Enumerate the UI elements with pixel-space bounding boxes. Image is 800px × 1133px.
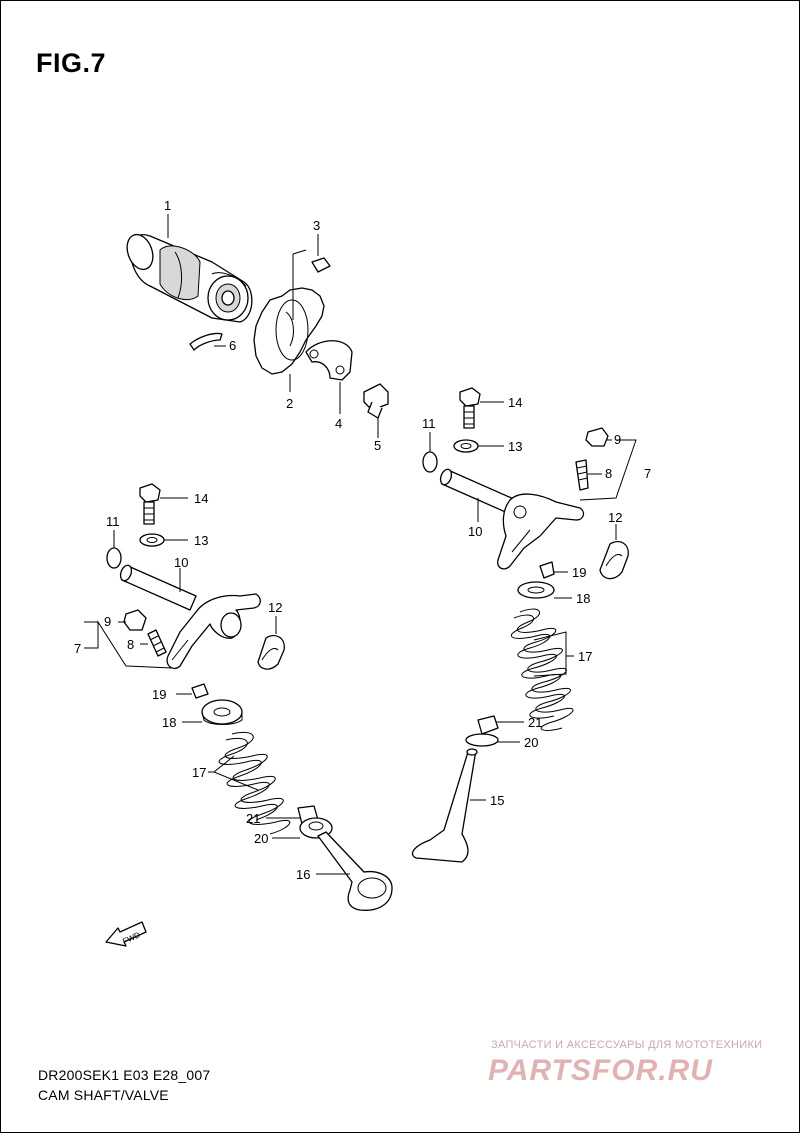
adjust-screw-right [575, 459, 589, 491]
callout-8-left: 8 [127, 637, 134, 652]
bolt-part [363, 383, 389, 419]
fwd-arrow-icon: FWD [105, 921, 147, 947]
washer-left [139, 533, 165, 547]
callout-16: 16 [296, 867, 310, 882]
rocker-arm-right [497, 493, 585, 570]
callout-7-right: 7 [644, 466, 651, 481]
watermark-logo: PARTSFOR.RU [488, 1054, 713, 1087]
camshaft-part [126, 233, 253, 323]
rocker-bolt-right [459, 387, 481, 429]
diagram-code: DR200SEK1 E03 E28_007 [38, 1067, 211, 1083]
callout-9-left: 9 [104, 614, 111, 629]
cotter-right [539, 561, 555, 579]
diagram-caption: CAM SHAFT/VALVE [38, 1087, 169, 1103]
callout-21-right: 21 [528, 715, 542, 730]
o-ring-right [422, 451, 438, 473]
pin-part [311, 257, 331, 273]
callout-8-right: 8 [605, 466, 612, 481]
callout-19-right: 19 [572, 565, 586, 580]
adjust-screw-left [147, 629, 167, 657]
spring-seat-right [465, 733, 499, 747]
callout-6: 6 [229, 338, 236, 353]
cotter-left [191, 683, 209, 699]
exhaust-valve [317, 831, 393, 911]
stopper-plate-part [305, 340, 353, 381]
o-ring-left [106, 547, 122, 569]
callout-18-right: 18 [576, 591, 590, 606]
rocker-bolt-left [139, 483, 161, 525]
valve-spring-left [218, 732, 291, 835]
callout-14-left: 14 [194, 491, 208, 506]
callout-20-left: 20 [254, 831, 268, 846]
cam-sprocket-part [253, 287, 325, 375]
rocker-pad-left [257, 635, 285, 670]
callout-15: 15 [490, 793, 504, 808]
retainer-right [517, 581, 555, 599]
callout-1: 1 [164, 198, 171, 213]
intake-valve [411, 748, 478, 863]
callout-20-right: 20 [524, 735, 538, 750]
callout-labels: 1 3 2 4 5 6 14 13 11 10 9 8 7 12 19 18 1… [74, 198, 651, 882]
lock-nut-left [123, 609, 147, 631]
figure-title: FIG.7 [36, 48, 107, 78]
watermark-tagline: ЗАПЧАСТИ И АКСЕССУАРЫ ДЛЯ МОТОТЕХНИКИ [491, 1039, 763, 1051]
callout-3: 3 [313, 218, 320, 233]
callout-7-left: 7 [74, 641, 81, 656]
callout-13-right: 13 [508, 439, 522, 454]
callout-10-left: 10 [174, 555, 188, 570]
oil-seal-right [477, 715, 499, 735]
callout-12-right: 12 [608, 510, 622, 525]
circlip-part [189, 332, 223, 351]
callout-13-left: 13 [194, 533, 208, 548]
callout-9-right: 9 [614, 432, 621, 447]
rocker-shaft-right [439, 468, 517, 515]
valve-spring-right [510, 608, 574, 731]
retainer-left [201, 699, 243, 725]
rocker-pad-right [599, 541, 629, 580]
lock-nut-right [585, 427, 609, 447]
callout-14-right: 14 [508, 395, 522, 410]
callout-19-left: 19 [152, 687, 166, 702]
callout-17-left: 17 [192, 765, 206, 780]
rocker-arm-left [166, 593, 261, 670]
callout-5: 5 [374, 438, 381, 453]
callout-18-left: 18 [162, 715, 176, 730]
callout-4: 4 [335, 416, 342, 431]
callout-11-right: 11 [422, 416, 436, 431]
callout-17-right: 17 [578, 649, 592, 664]
callout-11-left: 11 [106, 514, 120, 529]
callout-10-right: 10 [468, 524, 482, 539]
washer-right [453, 439, 479, 453]
callout-2: 2 [286, 396, 293, 411]
svg-text:PARTSFOR.RU: PARTSFOR.RU [488, 1054, 713, 1087]
callout-12-left: 12 [268, 600, 282, 615]
callout-21-left: 21 [246, 811, 260, 826]
rocker-shaft-left [119, 564, 197, 611]
